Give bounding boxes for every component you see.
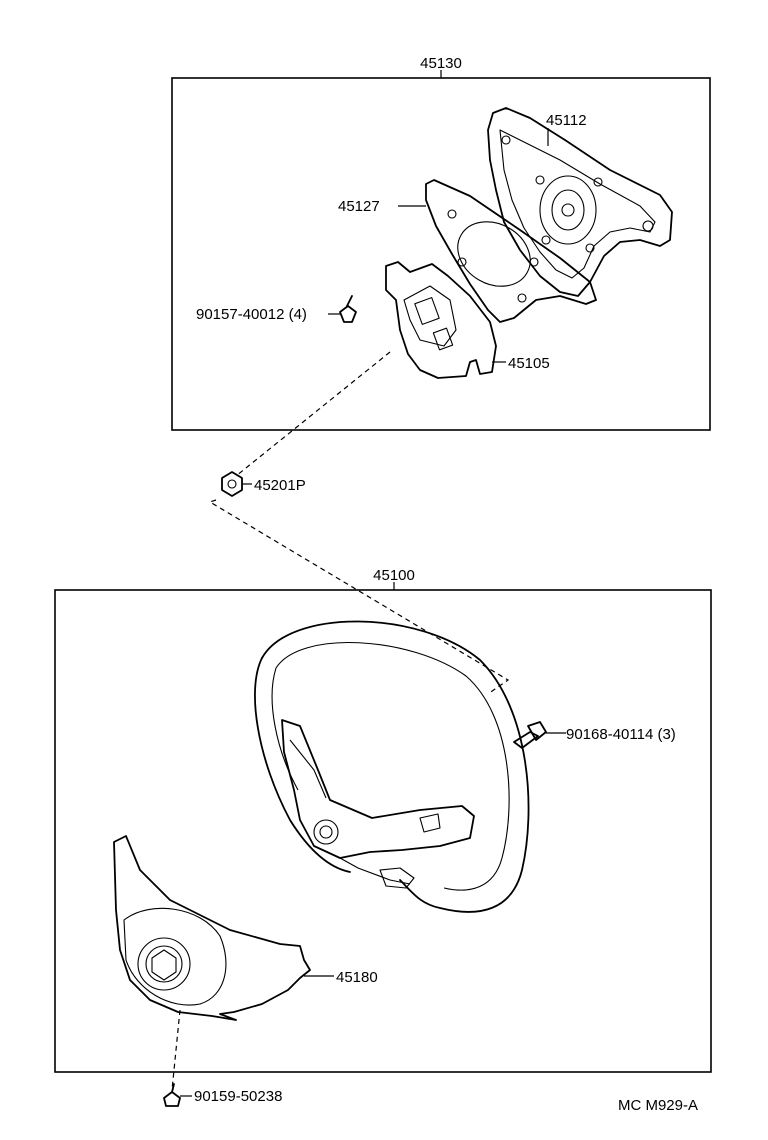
screw-upper-part bbox=[328, 295, 357, 323]
label-screw-upper: 90157-40012 (4) bbox=[196, 306, 307, 323]
lower-assembly-frame bbox=[54, 589, 712, 1073]
label-pad-upper: 45112 bbox=[546, 112, 587, 129]
label-assy-upper: 45130 bbox=[420, 55, 462, 72]
horn-pad-upper-part bbox=[487, 107, 673, 297]
steering-wheel-part bbox=[254, 620, 530, 913]
screw-lower-group: 90159-50238 bbox=[163, 1009, 282, 1107]
label-screw-lower: 90159-50238 bbox=[194, 1088, 282, 1105]
nut-group: 45201P bbox=[208, 351, 510, 695]
label-wheel-assy: 45100 bbox=[373, 567, 415, 584]
horn-pad-lower-part bbox=[113, 835, 334, 1021]
bolt-wheel-part bbox=[513, 721, 566, 749]
bracket-part bbox=[385, 261, 506, 379]
diagram-code: MC M929-A bbox=[618, 1097, 698, 1114]
lower-assembly-group: 45100 90168-40114 (3) bbox=[54, 567, 712, 1073]
label-bracket: 45105 bbox=[508, 355, 550, 372]
upper-assembly-group: 45130 45112 45127 bbox=[171, 55, 711, 431]
label-pad-lower: 45180 bbox=[336, 969, 378, 986]
label-bolt-wheel: 90168-40114 (3) bbox=[566, 726, 676, 743]
label-nut: 45201P bbox=[254, 477, 306, 494]
plate-part bbox=[398, 179, 597, 323]
label-plate: 45127 bbox=[338, 198, 380, 215]
